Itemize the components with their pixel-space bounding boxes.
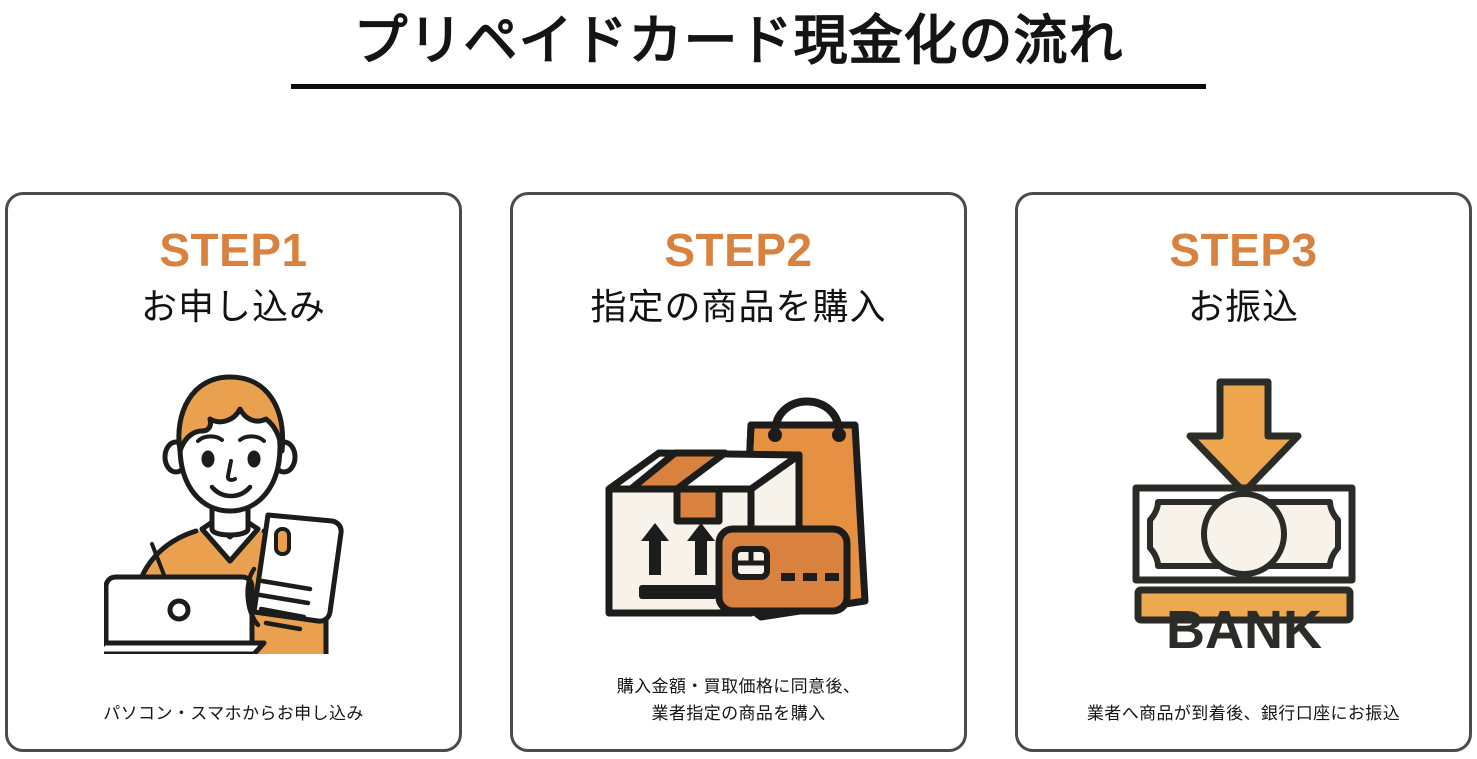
- title-underline: [291, 84, 1206, 89]
- step-heading-1: お申し込み: [140, 285, 326, 327]
- step-illustration-1: [8, 329, 459, 701]
- box-bag-credit-card-icon: [605, 398, 868, 621]
- steps-container: STEP1 お申し込み: [5, 192, 1472, 752]
- step-caption-1-line-1: パソコン・スマホからお申し込み: [103, 703, 364, 723]
- bank-label: BANK: [1166, 600, 1322, 648]
- person-with-laptop-icon: [103, 374, 344, 655]
- step-caption-3: 業者へ商品が到着後、銀行口座にお振込: [1018, 701, 1469, 749]
- down-arrow: [1186, 378, 1301, 496]
- step-card-2[interactable]: STEP2 指定の商品を購入: [510, 192, 967, 752]
- bank-deposit-icon: BANK: [1132, 378, 1355, 648]
- step-caption-3-line-1: 業者へ商品が到着後、銀行口座にお振込: [1086, 703, 1401, 723]
- step-illustration-2: [513, 329, 964, 675]
- step-card-3[interactable]: STEP3 お振込 BANK: [1015, 192, 1472, 752]
- step-heading-2: 指定の商品を購入: [590, 285, 887, 327]
- step-card-1[interactable]: STEP1 お申し込み: [5, 192, 462, 752]
- step-heading-3: お振込: [1187, 285, 1299, 327]
- step-caption-2-line-1: 購入金額・買取価格に同意後、: [616, 677, 861, 697]
- step-caption-2-line-2: 業者指定の商品を購入: [651, 703, 826, 723]
- step-illustration-3: BANK: [1018, 329, 1469, 701]
- step-caption-1: パソコン・スマホからお申し込み: [8, 701, 459, 749]
- page-title: プリペイドカード現金化の流れ: [353, 11, 1124, 71]
- step-label-1: STEP1: [159, 224, 308, 276]
- step-label-3: STEP3: [1169, 224, 1318, 276]
- step-caption-2: 購入金額・買取価格に同意後、 業者指定の商品を購入: [513, 674, 964, 749]
- page-title-wrap: プリペイドカード現金化の流れ: [0, 8, 1477, 76]
- step-label-2: STEP2: [664, 224, 813, 276]
